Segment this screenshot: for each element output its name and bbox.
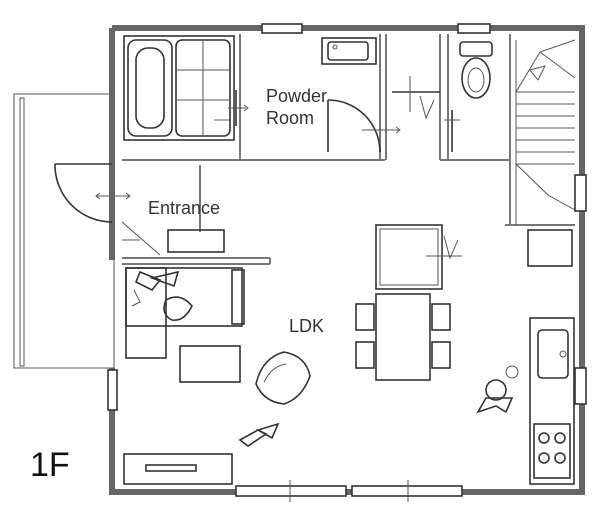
kitchen-stool [476,365,519,414]
room-label-ldk: LDK [289,316,324,336]
armchair [255,351,311,405]
windows [107,23,587,502]
pantry-cabinet [527,229,573,267]
bathtub [123,35,235,141]
interior-walls [122,34,575,265]
room-label-powder-room: Room [266,108,314,128]
dining-table [355,293,451,381]
tv-board [123,453,233,485]
sofa [125,267,245,359]
floor-toy [238,422,280,447]
room-label-powder: Powder [266,86,327,106]
powder-room-door [327,99,381,153]
kitchen-counter [529,317,575,485]
porch-outline [13,93,115,369]
powder-room-sink [321,37,377,65]
room-label-entrance: Entrance [148,198,220,218]
entrance-steps [121,221,225,256]
refrigerator [375,224,462,290]
toilet [444,41,493,152]
coffee-table [179,345,241,383]
bath-sliding-door [228,90,249,126]
entrance-door [54,163,131,223]
staircase [515,39,576,225]
hall-doors [362,76,440,134]
floor-label: 1F [30,446,70,484]
exterior-walls [109,25,585,495]
